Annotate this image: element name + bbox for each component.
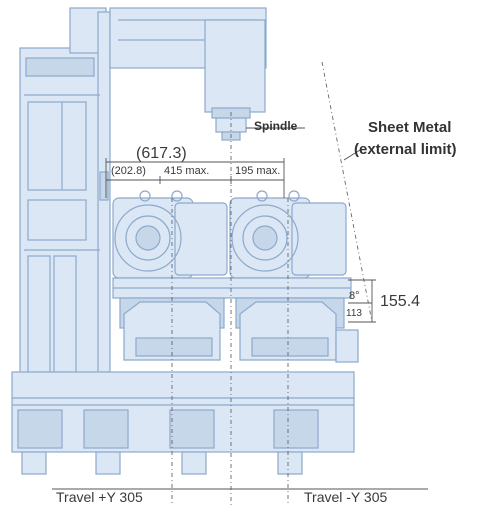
rotary-table-left <box>112 190 228 279</box>
spindle-head <box>109 7 267 141</box>
dimensions <box>52 61 428 505</box>
pallet-rail <box>112 277 359 363</box>
travel-minus-label: Travel -Y 305 <box>304 489 388 505</box>
right-max-dimension: 195 max. <box>235 165 281 177</box>
sheet-metal-label: Sheet Metal <box>368 119 452 136</box>
rotary-table-right <box>229 190 347 279</box>
overall-width-dimension: (617.3) <box>136 145 187 162</box>
spindle-label: Spindle <box>254 119 298 133</box>
height-small-dimension: 113 <box>346 308 362 319</box>
external-limit-label: (external limit) <box>354 141 457 158</box>
angle-dimension: 8° <box>349 290 360 302</box>
left-offset-dimension: (202.8) <box>111 165 146 177</box>
left-max-dimension: 415 max. <box>164 165 210 177</box>
machine-column <box>19 7 111 379</box>
travel-plus-label: Travel +Y 305 <box>56 489 143 505</box>
machine-bed <box>11 371 355 475</box>
height-total-dimension: 155.4 <box>380 293 421 310</box>
